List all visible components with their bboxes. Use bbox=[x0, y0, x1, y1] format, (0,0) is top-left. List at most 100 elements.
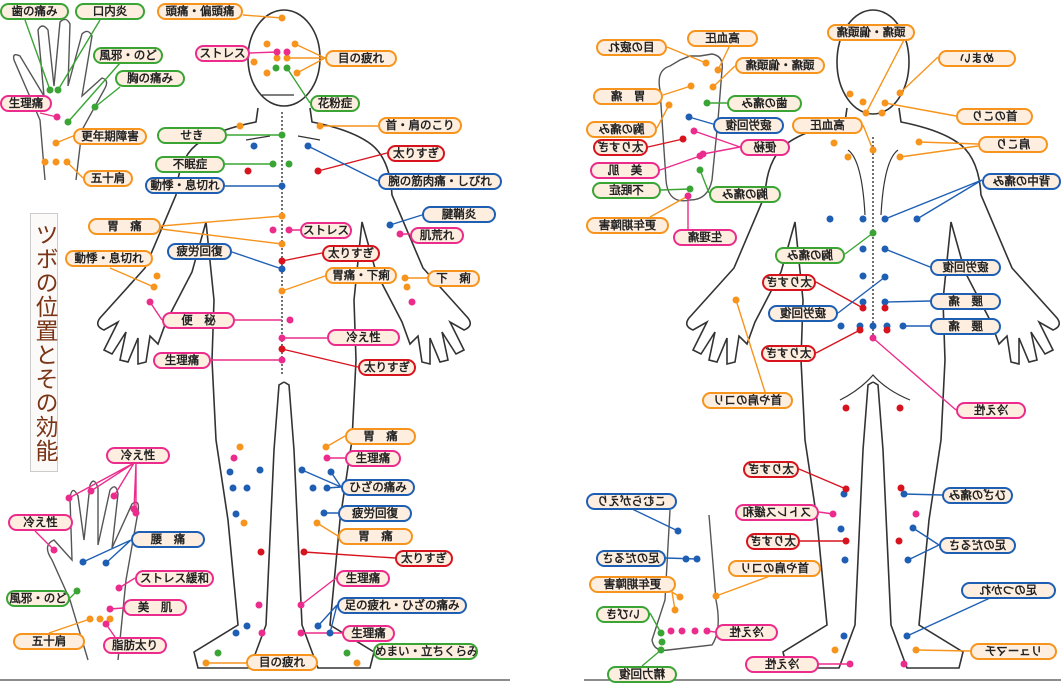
acupoint-label: 便 秘 bbox=[162, 312, 235, 329]
acupoint-label: 疲労回復 bbox=[167, 243, 232, 260]
acupoint-label: 腱鞘炎 bbox=[422, 206, 496, 223]
acupoint-label: 足のだるさ bbox=[596, 550, 666, 567]
acupoint-label: 疲労回復 bbox=[338, 505, 412, 522]
acupoint-label: 生理痛 bbox=[673, 229, 737, 246]
acupoint-label: 風邪・のど bbox=[93, 47, 163, 64]
acupoint-label: 胃 痛 bbox=[338, 528, 413, 545]
acupoint-label: 胃 痛 bbox=[593, 88, 663, 105]
acupoint-label: 不眠症 bbox=[155, 156, 225, 173]
acupoint-label: 風邪・のど bbox=[6, 590, 70, 607]
acupoint-label: 首・肩のこり bbox=[378, 117, 462, 134]
acupoint-label: 不眠症 bbox=[592, 182, 661, 199]
acupoint-label: 胸の痛み bbox=[709, 186, 781, 203]
acupoint-label: 下 痢 bbox=[427, 270, 480, 287]
acupoint-label: 精力回復 bbox=[607, 666, 677, 683]
hand-back-illustration bbox=[46, 480, 140, 661]
acupoint-label: 肌荒れ bbox=[410, 227, 464, 244]
acupoint-label: 目の疲れ bbox=[246, 654, 318, 671]
acupoint-label: 歯の痛み bbox=[0, 3, 69, 20]
acupoint-label: 首や肩のコリ bbox=[728, 560, 821, 577]
acupoint-label: 胸の痛み bbox=[586, 121, 657, 138]
acupoint-label: 太りすぎ bbox=[358, 359, 416, 376]
acupoint-label: 太りすぎ bbox=[322, 245, 380, 262]
acupoint-label: 目の疲れ bbox=[596, 39, 667, 56]
acupoint-label: 更年期障害 bbox=[586, 217, 669, 234]
acupoint-label: 足の疲れ・ひざの痛み bbox=[337, 597, 467, 614]
acupoint-label: 胸の痛み bbox=[775, 247, 845, 264]
acupoint-label: ひざの痛み bbox=[341, 479, 415, 496]
foot-side-illustration bbox=[651, 509, 719, 651]
acupoint-label: 肩こり bbox=[978, 136, 1048, 153]
acupoint-label: 花粉症 bbox=[310, 95, 360, 112]
acupoint-label: リューマチ bbox=[970, 643, 1057, 660]
acupoint-label: 冷え性 bbox=[715, 624, 778, 641]
acupoint-label: 美 肌 bbox=[123, 599, 187, 616]
acupoint-label: 足のだるさ bbox=[939, 537, 1016, 554]
acupoint-label: 頭痛・偏頭痛 bbox=[827, 24, 915, 41]
acupoint-label: 疲労回復 bbox=[768, 305, 838, 322]
acupoint-label: 五十肩 bbox=[13, 633, 85, 650]
acupoint-label: 生理痛 bbox=[342, 625, 395, 642]
acupoint-label: 腰 痛 bbox=[930, 318, 1001, 335]
acupoint-label: 頭痛・偏頭痛 bbox=[157, 3, 243, 20]
acupoint-label: ストレス緩和 bbox=[735, 504, 819, 521]
acupoint-label: 高血圧 bbox=[687, 30, 758, 47]
acupoint-label: 太りすぎ bbox=[593, 139, 648, 156]
acupoint-label: めまい・立ちくらみ bbox=[373, 643, 478, 660]
acupoint-label: いびき bbox=[596, 606, 650, 623]
acupoint-dots bbox=[41, 14, 923, 668]
acupoint-label: 疲労回復 bbox=[713, 117, 784, 134]
acupoint-label: 歯の痛み bbox=[727, 95, 802, 112]
acupoint-label: 更年期障害 bbox=[589, 576, 676, 593]
acupoint-label: 太りすぎ bbox=[761, 345, 816, 362]
acupoint-label: 背中の痛み bbox=[982, 173, 1061, 190]
acupoint-label: 目の疲れ bbox=[325, 50, 397, 67]
acupoint-label: ストレス bbox=[300, 222, 352, 239]
acupoint-label: 腰 痛 bbox=[930, 293, 1001, 310]
acupoint-label: 腰 痛 bbox=[131, 531, 205, 548]
acupoint-label: 冷え性 bbox=[745, 656, 819, 673]
acupoint-label: ストレス緩和 bbox=[135, 570, 214, 587]
acupoint-label: ひざの痛み bbox=[942, 487, 1013, 504]
acupoint-label: 太りすぎ bbox=[762, 274, 816, 291]
acupoint-label: 太りすぎ bbox=[387, 145, 445, 162]
acupoint-label: 生理痛 bbox=[345, 450, 401, 467]
acupoint-label: めまい bbox=[938, 50, 1016, 67]
acupoint-label: 生理痛 bbox=[153, 352, 211, 369]
acupoint-label: 冷え性 bbox=[106, 447, 170, 464]
back-head bbox=[836, 9, 910, 115]
acupoint-label: 疲労回復 bbox=[930, 259, 1001, 276]
acupoint-label: 頭痛・偏頭痛 bbox=[735, 57, 825, 74]
acupoint-label: 首のこり bbox=[956, 108, 1033, 125]
acupoint-label: 胃 痛 bbox=[88, 218, 161, 235]
sole-illustration bbox=[658, 53, 723, 202]
acupoint-label: 冷え性 bbox=[956, 402, 1026, 419]
acupoint-label: 冷え性 bbox=[327, 329, 400, 346]
acupoint-label: せき bbox=[157, 127, 227, 144]
acupoint-label: 腕の筋肉痛・しびれ bbox=[378, 173, 502, 190]
acupoint-label: 太りすぎ bbox=[743, 461, 799, 478]
acupoint-label: 生理痛 bbox=[0, 95, 52, 112]
acupoint-label: 生理痛 bbox=[336, 570, 390, 587]
acupoint-label: 冷え性 bbox=[8, 514, 73, 531]
acupoint-label: 太りすぎ bbox=[746, 533, 800, 550]
acupoint-label: 便秘 bbox=[740, 139, 790, 156]
leader-lines bbox=[24, 14, 991, 667]
acupoint-label: 高血圧 bbox=[792, 117, 863, 134]
acupoint-label: 動悸・息切れ bbox=[145, 177, 225, 194]
acupoint-label: 美 肌 bbox=[590, 162, 660, 179]
palm-illustration bbox=[12, 18, 108, 181]
acupoint-label: 胃痛・下痢 bbox=[325, 267, 397, 284]
acupoint-label: 脂肪太り bbox=[103, 637, 167, 654]
acupoint-label: 五十肩 bbox=[83, 170, 133, 187]
acupoint-label: 胃 痛 bbox=[345, 428, 416, 445]
acupoint-label: 更年期障害 bbox=[73, 128, 147, 145]
acupoint-label: 口内炎 bbox=[75, 3, 145, 20]
acupoint-label: ストレス bbox=[195, 45, 250, 62]
acupoint-label: 胸の痛み bbox=[115, 70, 185, 87]
acupoint-label: 足のつかれ bbox=[961, 582, 1056, 599]
acupoint-label: 太りすぎ bbox=[395, 550, 453, 567]
acupoint-label: 動悸・息切れ bbox=[65, 250, 153, 267]
